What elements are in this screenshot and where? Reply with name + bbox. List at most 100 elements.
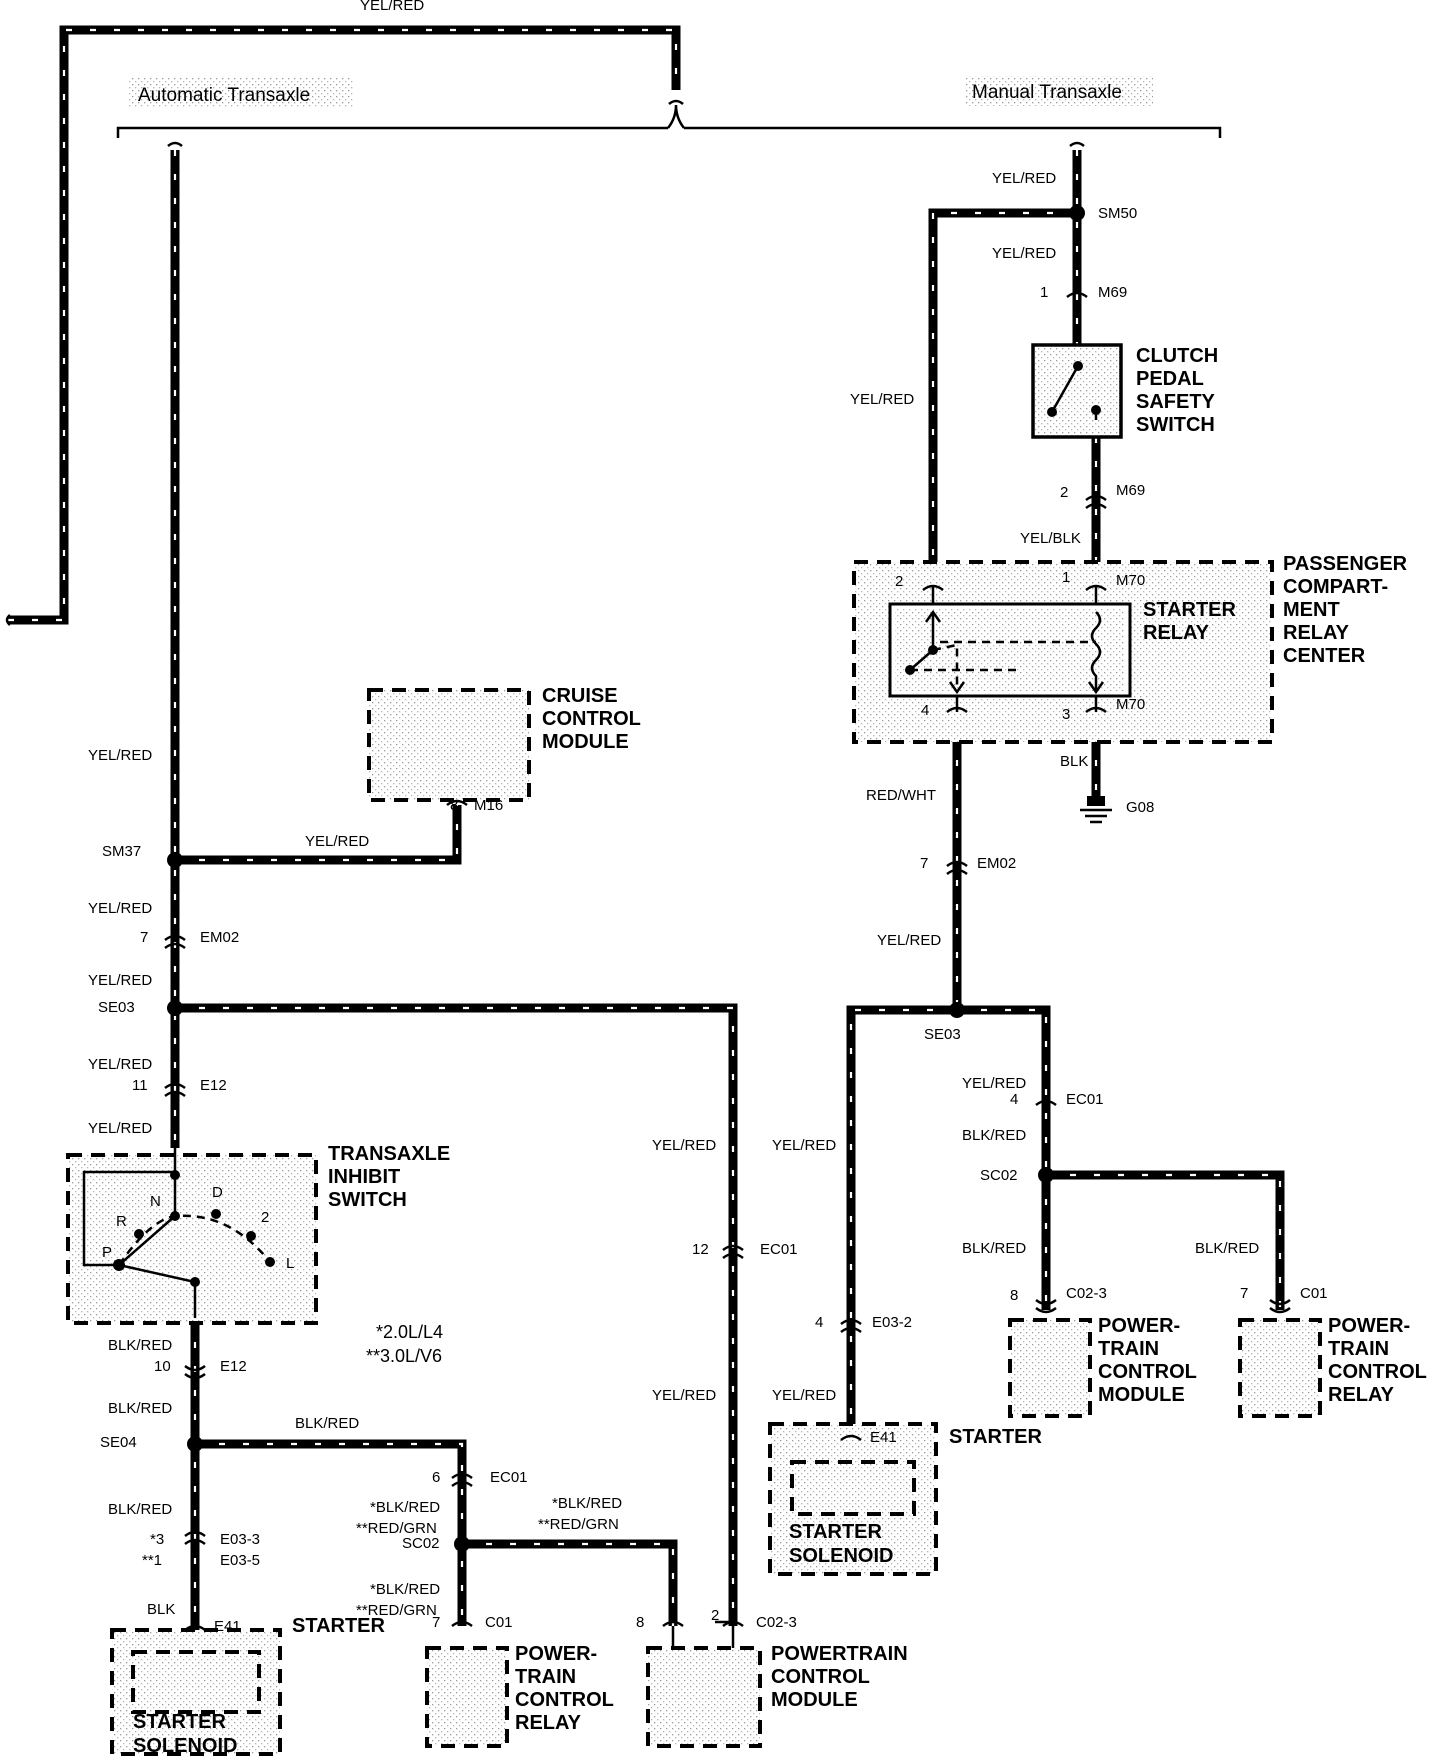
- wire-label-e12-11-bottom: YEL/RED: [88, 1120, 152, 1137]
- wire-label-e12-11-top: YEL/RED: [88, 1056, 152, 1073]
- clutch-switch-label-3: SAFETY: [1136, 391, 1216, 413]
- ptc-relay-auto-label-4: RELAY: [515, 1712, 582, 1734]
- section-manual-label: Manual Transaxle: [972, 82, 1122, 103]
- pin-m70-3-label: 3: [1062, 706, 1070, 723]
- position-r-label: R: [116, 1213, 127, 1230]
- starter-manual-label: STARTER: [949, 1426, 1043, 1448]
- connector-e03-2-label: E03-2: [872, 1314, 912, 1331]
- connector-m69-2-mark: [1085, 494, 1107, 510]
- starter-solenoid-auto-label-2: SOLENOID: [133, 1735, 237, 1757]
- starter-solenoid-manual: [790, 1460, 916, 1516]
- pcm-auto-label-3: MODULE: [771, 1689, 858, 1711]
- wire-label-relay-feed: YEL/RED: [850, 391, 914, 408]
- wire-label-em02-auto-top: YEL/RED: [88, 900, 152, 917]
- connector-m69-1-label: M69: [1098, 284, 1127, 301]
- pin-m70-2-label: 2: [895, 573, 903, 590]
- pcm-manual-label-4: MODULE: [1098, 1384, 1185, 1406]
- ptc-relay-auto-label-2: TRAIN: [515, 1666, 576, 1688]
- section-automatic-label: Automatic Transaxle: [138, 85, 310, 106]
- wire-label-e03-2-bottom: YEL/RED: [772, 1387, 836, 1404]
- connector-c02-3-2-mark: [722, 1620, 744, 1628]
- connector-e12-11-mark: [164, 1082, 186, 1098]
- connector-c01-manual-label: C01: [1300, 1285, 1328, 1302]
- connector-marks: [164, 291, 1291, 1632]
- wire-label-sc02-branch-2: **RED/GRN: [538, 1516, 619, 1533]
- clutch-switch-label-2: PEDAL: [1136, 368, 1204, 390]
- ptc-relay-manual-label-1: POWER-: [1328, 1315, 1410, 1337]
- wire-label-e03-3: BLK/RED: [108, 1501, 172, 1518]
- pin-m70-1-label: 1: [1062, 569, 1070, 586]
- pin-e03-5-star1-label: **1: [142, 1552, 162, 1569]
- wire-label-ec01-6-1: *BLK/RED: [370, 1499, 440, 1516]
- pin-c01-7-manual-label: 7: [1240, 1285, 1248, 1302]
- connector-c01-auto-mark: [451, 1620, 473, 1628]
- connector-ec01-auto-label: EC01: [490, 1469, 528, 1486]
- wire-label-c01-auto-2: **RED/GRN: [356, 1602, 437, 1619]
- wire-label-e12-10-top: BLK/RED: [108, 1337, 172, 1354]
- ptc-relay-auto-label-1: POWER-: [515, 1643, 597, 1665]
- connector-sm37-label: SM37: [102, 843, 141, 860]
- ptc-relay-manual-label-2: TRAIN: [1328, 1338, 1389, 1360]
- connector-e03-3-mark: [184, 1530, 206, 1546]
- pin-e03-3-star3-label: *3: [150, 1531, 164, 1548]
- wire-label-auto-trunk: YEL/RED: [88, 747, 152, 764]
- wire-label-blk-ground: BLK: [1060, 753, 1088, 770]
- pin-c02-3-8-manual-label: 8: [1010, 1287, 1018, 1304]
- pin-m16-8-label: 8: [450, 797, 458, 814]
- inhibit-switch-label-2: INHIBIT: [328, 1166, 400, 1188]
- position-d-label: D: [212, 1184, 223, 1201]
- connector-m70-1-mark: [1085, 584, 1107, 592]
- transaxle-bracket: [5, 99, 1222, 626]
- position-l-contact: [265, 1257, 275, 1267]
- relay-center-label-4: RELAY: [1283, 622, 1350, 644]
- wire-label-pcm-manual: BLK/RED: [962, 1240, 1026, 1257]
- pin-ec01-4-label: 4: [1010, 1091, 1018, 1108]
- connector-c02-3-8-mark: [662, 1620, 684, 1628]
- relay-center-label-1: PASSENGER: [1283, 553, 1408, 575]
- wire-label-c01-auto-1: *BLK/RED: [370, 1581, 440, 1598]
- powertrain-control-module-manual: [1008, 1318, 1092, 1418]
- starter-solenoid-manual-label-2: SOLENOID: [789, 1545, 893, 1567]
- connector-m69-1-mark: [1066, 291, 1088, 299]
- pin-c01-7-auto-label: 7: [432, 1614, 440, 1631]
- pin-m69-1-label: 1: [1040, 284, 1048, 301]
- inhibit-switch-label-3: SWITCH: [328, 1189, 407, 1211]
- connector-ec01-12-label: EC01: [760, 1241, 798, 1258]
- connector-m69-2-label: M69: [1116, 482, 1145, 499]
- relay-center-label-3: MENT: [1283, 599, 1340, 621]
- position-2-label: 2: [261, 1209, 269, 1226]
- pcm-manual-label-1: POWER-: [1098, 1315, 1180, 1337]
- pin-em02-7-auto-label: 7: [140, 929, 148, 946]
- connector-e41-auto-mark: [184, 1624, 206, 1632]
- starter-relay-internals: [905, 585, 1105, 712]
- clutch-switch-label-4: SWITCH: [1136, 414, 1215, 436]
- splice-se04: [187, 1436, 203, 1452]
- wire-label-ec01-12-top: YEL/RED: [652, 1137, 716, 1154]
- pcm-auto-label-2: CONTROL: [771, 1666, 870, 1688]
- wire-manual-starter: [846, 1005, 957, 1434]
- wire-label-ec01-12-bottom: YEL/RED: [652, 1387, 716, 1404]
- connector-g08-label: G08: [1126, 799, 1154, 816]
- section-label-bg-manual: [965, 76, 1153, 106]
- wire-label-sm50-bottom: YEL/RED: [992, 245, 1056, 262]
- inhibit-switch-common: [170, 1170, 180, 1180]
- splice-sc02-auto: [454, 1536, 470, 1552]
- wire-label-sm50-top: YEL/RED: [992, 170, 1056, 187]
- connector-e12-10-label: E12: [220, 1358, 247, 1375]
- connector-ec01-manual-label: EC01: [1066, 1091, 1104, 1108]
- wire-label-e12-10-bottom: BLK/RED: [108, 1400, 172, 1417]
- pin-e03-2-4-label: 4: [815, 1314, 823, 1331]
- pin-e12-11-label: 11: [132, 1077, 148, 1094]
- connector-e12-11-label: E12: [200, 1077, 227, 1094]
- connector-se04-label: SE04: [100, 1434, 137, 1451]
- wire-label-ptc-relay-manual: BLK/RED: [1195, 1240, 1259, 1257]
- pcm-manual-label-3: CONTROL: [1098, 1361, 1197, 1383]
- powertrain-control-module-auto: [646, 1646, 762, 1748]
- wire-label-ec01-6-2: **RED/GRN: [356, 1520, 437, 1537]
- section-label-bg-auto: [128, 78, 354, 108]
- splice-se03-manual: [949, 1002, 965, 1018]
- clutch-switch-label-1: CLUTCH: [1136, 345, 1218, 367]
- ptc-relay-manual-label-4: RELAY: [1328, 1384, 1395, 1406]
- engine-note-2: **3.0L/V6: [366, 1346, 442, 1366]
